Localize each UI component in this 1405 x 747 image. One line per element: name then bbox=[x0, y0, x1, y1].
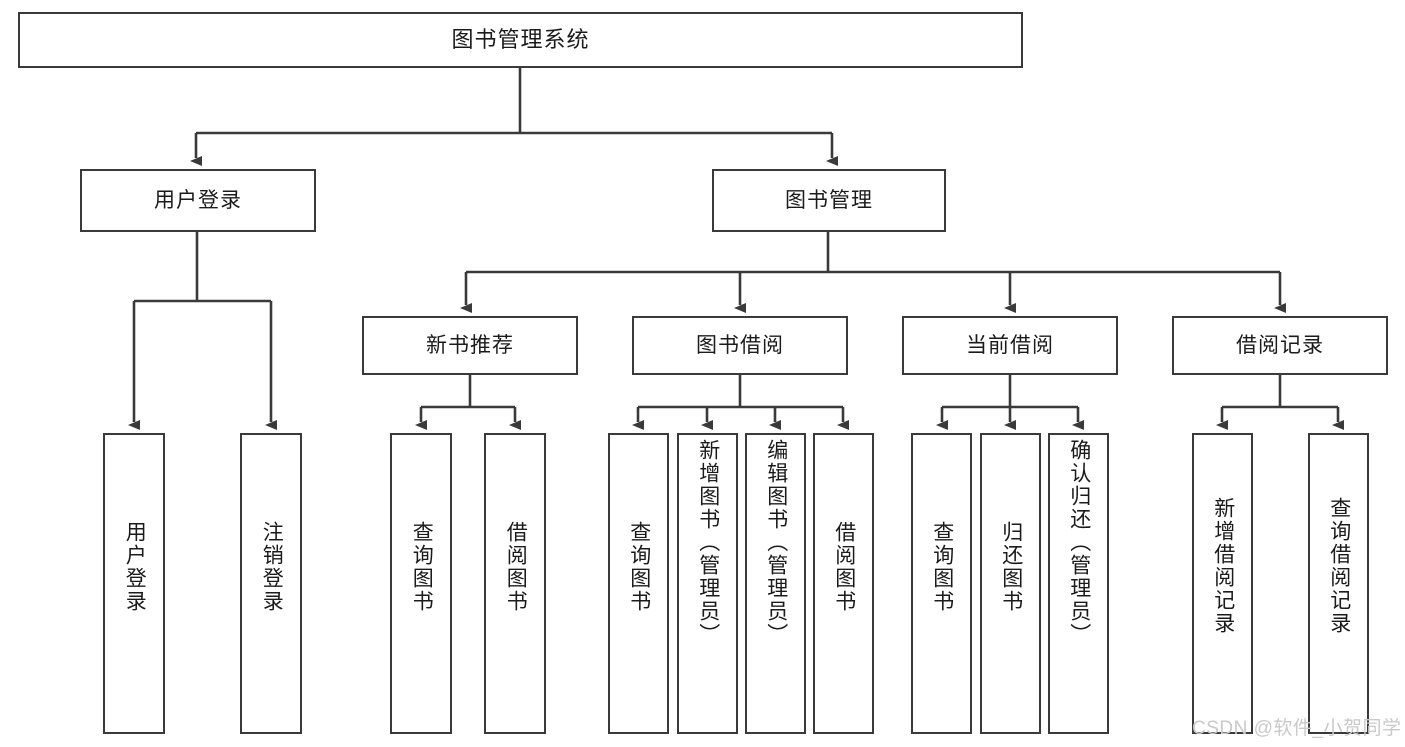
leaf-label: 编辑图书（管理员） bbox=[764, 439, 788, 646]
leaf-current-return-book[interactable]: 归还图书 bbox=[980, 433, 1041, 734]
leaf-recommend-borrow-book[interactable]: 借阅图书 bbox=[484, 433, 546, 734]
node-user-login[interactable]: 用户登录 bbox=[80, 169, 316, 232]
leaf-label: 新增图书（管理员） bbox=[696, 439, 720, 646]
leaf-label: 注销登录 bbox=[260, 521, 284, 613]
leaf-label: 用户登录 bbox=[123, 521, 147, 613]
leaf-user-login-logout[interactable]: 注销登录 bbox=[240, 433, 302, 734]
leaf-label: 查询图书 bbox=[410, 521, 434, 613]
leaf-borrow-add-book-admin[interactable]: 新增图书（管理员） bbox=[677, 433, 738, 734]
leaf-user-login-login[interactable]: 用户登录 bbox=[103, 433, 165, 734]
leaf-borrow-borrow-book[interactable]: 借阅图书 bbox=[813, 433, 874, 734]
node-label: 新书推荐 bbox=[426, 333, 514, 357]
node-book-borrow[interactable]: 图书借阅 bbox=[632, 316, 848, 375]
leaf-label: 归还图书 bbox=[999, 521, 1023, 613]
leaf-record-add-record[interactable]: 新增借阅记录 bbox=[1192, 433, 1253, 734]
node-label: 借阅记录 bbox=[1236, 333, 1324, 357]
leaf-recommend-query-book[interactable]: 查询图书 bbox=[390, 433, 452, 734]
leaf-record-query-record[interactable]: 查询借阅记录 bbox=[1308, 433, 1369, 734]
leaf-borrow-query-book[interactable]: 查询图书 bbox=[608, 433, 669, 734]
watermark: CSDN @软件_小贺同学 bbox=[1192, 718, 1402, 739]
node-label: 用户登录 bbox=[154, 188, 242, 212]
leaf-current-confirm-return-admin[interactable]: 确认归还（管理员） bbox=[1048, 433, 1109, 734]
node-current-borrow[interactable]: 当前借阅 bbox=[902, 316, 1118, 375]
node-label: 当前借阅 bbox=[966, 333, 1054, 357]
leaf-current-query-book[interactable]: 查询图书 bbox=[911, 433, 972, 734]
leaf-label: 确认归还（管理员） bbox=[1067, 439, 1091, 646]
node-label: 图书管理系统 bbox=[451, 26, 590, 52]
node-label: 图书管理 bbox=[785, 188, 873, 212]
leaf-label: 借阅图书 bbox=[504, 521, 528, 613]
leaf-label: 查询图书 bbox=[627, 521, 651, 613]
leaf-label: 查询借阅记录 bbox=[1327, 497, 1351, 635]
leaf-label: 新增借阅记录 bbox=[1211, 497, 1235, 635]
node-borrow-record[interactable]: 借阅记录 bbox=[1172, 316, 1388, 375]
leaf-label: 借阅图书 bbox=[832, 521, 856, 613]
node-book-management[interactable]: 图书管理 bbox=[712, 169, 946, 232]
node-root-system[interactable]: 图书管理系统 bbox=[18, 12, 1023, 68]
leaf-label: 查询图书 bbox=[930, 521, 954, 613]
node-new-book-recommend[interactable]: 新书推荐 bbox=[362, 316, 578, 375]
leaf-borrow-edit-book-admin[interactable]: 编辑图书（管理员） bbox=[745, 433, 806, 734]
node-label: 图书借阅 bbox=[696, 333, 784, 357]
